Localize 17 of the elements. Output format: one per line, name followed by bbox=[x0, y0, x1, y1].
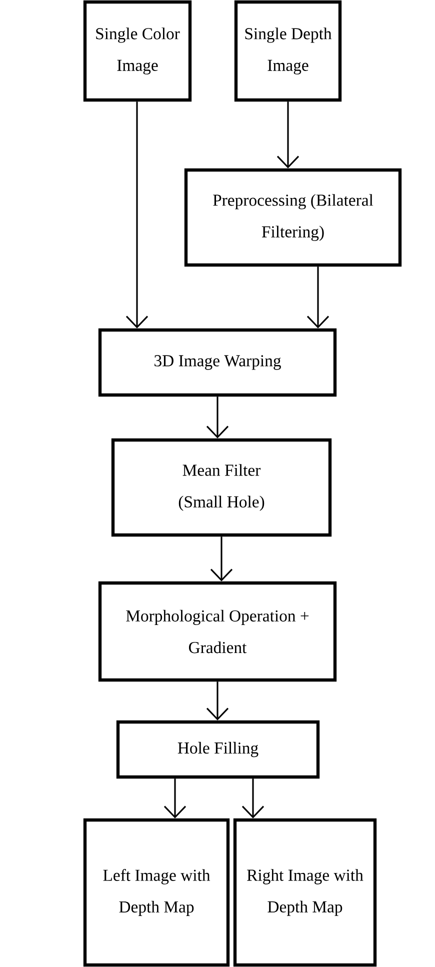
arrow bbox=[306, 266, 330, 328]
process-box: Preprocessing (Bilateral Filtering) bbox=[184, 168, 402, 267]
arrow bbox=[206, 682, 229, 720]
process-box: Left Image with Depth Map bbox=[83, 818, 230, 967]
process-box: Mean Filter (Small Hole) bbox=[111, 438, 332, 537]
process-box: Right Image with Depth Map bbox=[233, 818, 377, 967]
arrow bbox=[206, 396, 229, 438]
process-box: Single Color Image bbox=[83, 0, 192, 102]
arrow bbox=[126, 102, 148, 328]
process-box: Single Depth Image bbox=[234, 0, 342, 102]
arrow bbox=[210, 536, 233, 582]
arrow bbox=[276, 102, 300, 168]
process-box: 3D Image Warping bbox=[98, 328, 337, 397]
process-box: Hole Filling bbox=[116, 720, 320, 779]
arrow bbox=[164, 778, 186, 818]
arrow bbox=[242, 778, 264, 818]
process-box: Morphological Operation + Gradient bbox=[98, 581, 337, 682]
